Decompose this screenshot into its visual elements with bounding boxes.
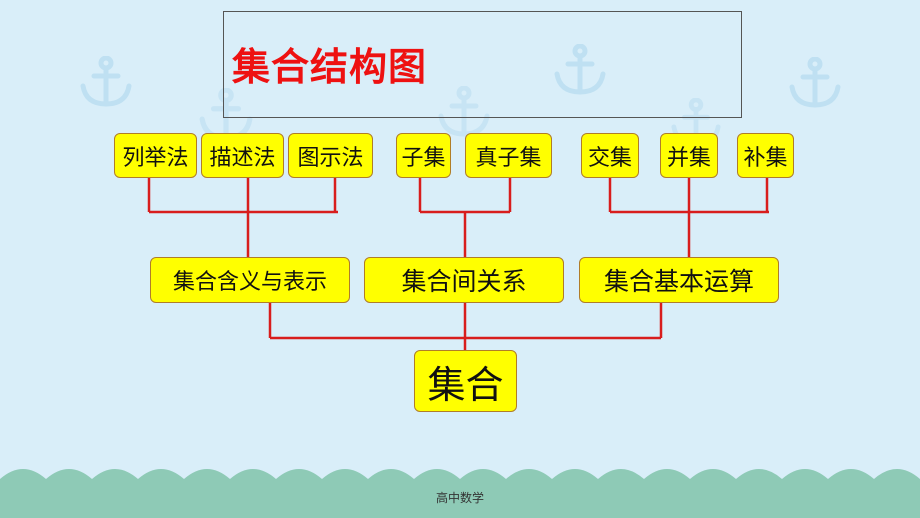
diagram-title: 集合结构图 bbox=[232, 45, 428, 89]
node-basic-operations: 集合基本运算 bbox=[579, 257, 779, 303]
node-union: 并集 bbox=[660, 133, 718, 178]
node-root-set: 集合 bbox=[414, 350, 517, 412]
anchor-icon bbox=[434, 86, 494, 140]
node-proper-subset: 真子集 bbox=[465, 133, 552, 178]
node-subset: 子集 bbox=[396, 133, 451, 178]
node-enumeration-method: 列举法 bbox=[114, 133, 197, 178]
node-relations-between-sets: 集合间关系 bbox=[364, 257, 564, 303]
anchor-icon bbox=[78, 56, 134, 110]
node-complement: 补集 bbox=[737, 133, 794, 178]
node-description-method: 描述法 bbox=[201, 133, 284, 178]
title-frame bbox=[223, 11, 742, 118]
node-meaning-and-representation: 集合含义与表示 bbox=[150, 257, 350, 303]
anchor-icon bbox=[787, 57, 843, 111]
node-intersection: 交集 bbox=[581, 133, 639, 178]
wave-decoration bbox=[0, 469, 920, 518]
node-diagram-method: 图示法 bbox=[288, 133, 373, 178]
footer-text: 高中数学 bbox=[435, 491, 484, 505]
anchor-icon bbox=[552, 44, 608, 98]
